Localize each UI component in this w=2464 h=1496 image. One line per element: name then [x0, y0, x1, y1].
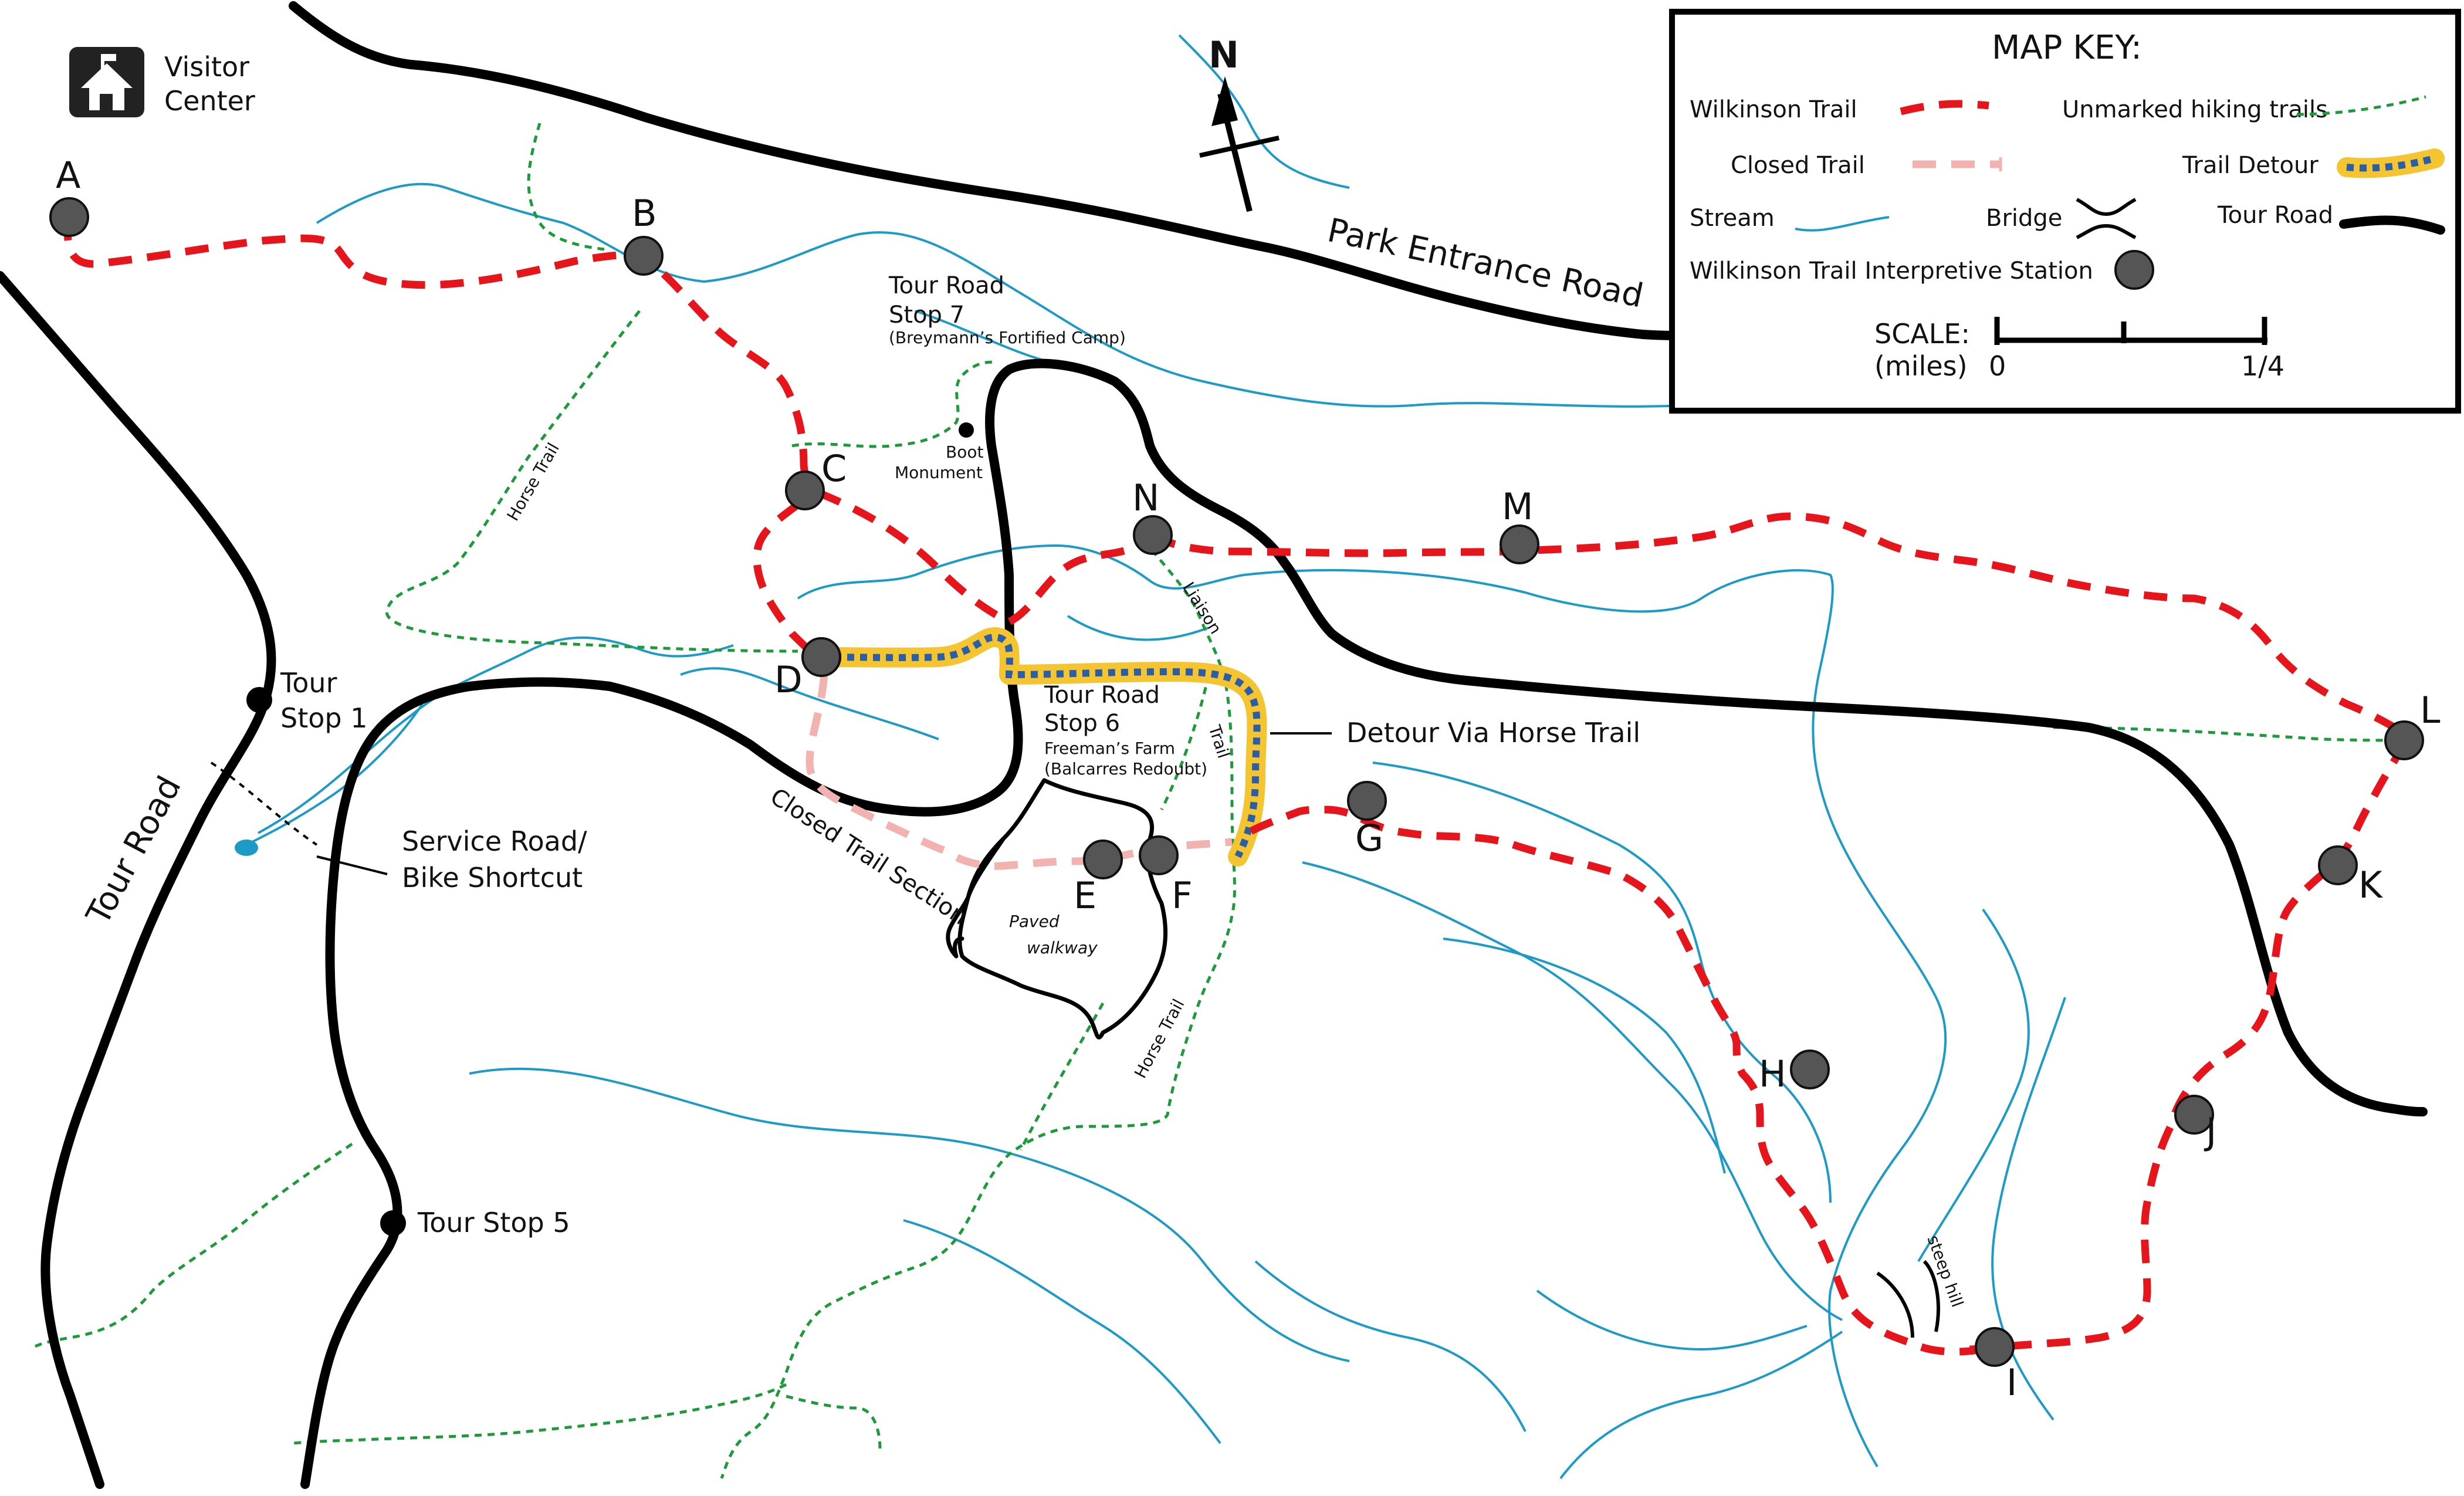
- key-closed-label: Closed Trail: [1731, 152, 1865, 179]
- station-F: [1139, 835, 1179, 875]
- station-label-B: B: [632, 192, 657, 235]
- station-label-I: I: [2006, 1361, 2017, 1404]
- key-scale-zero: 0: [1989, 350, 2006, 382]
- station-L: [2384, 720, 2424, 760]
- tour-stop-7-label-b: Stop 7: [889, 302, 964, 329]
- tour-stop-5-marker: [380, 1210, 406, 1236]
- station-label-H: H: [1759, 1052, 1786, 1095]
- tour-stop-7-label-c: (Breymann’s Fortified Camp): [889, 328, 1126, 347]
- tour-stop-1-label-a: Tour: [280, 667, 337, 699]
- key-station-label: Wilkinson Trail Interpretive Station: [1690, 258, 2093, 285]
- key-unmarked-label: Unmarked hiking trails: [2062, 96, 2328, 123]
- map-key: MAP KEY: Wilkinson Trail Unmarked hiking…: [1669, 9, 2461, 414]
- tour-stop-1-marker: [246, 687, 272, 713]
- tour-stop-6-label-b: Stop 6: [1044, 710, 1120, 737]
- station-label-F: F: [1172, 874, 1193, 917]
- key-scale-label-1: SCALE:: [1874, 318, 1970, 350]
- stations: [49, 197, 2424, 1367]
- station-E: [1083, 840, 1123, 879]
- station-I: [1975, 1327, 2015, 1367]
- closed-trail: [805, 674, 1233, 870]
- station-D: [801, 637, 841, 677]
- key-bridge-icon: [2076, 198, 2137, 239]
- station-A: [49, 197, 89, 237]
- station-H: [1790, 1050, 1830, 1089]
- paved-label-2: walkway: [1027, 938, 1098, 957]
- boot-label-2: Monument: [895, 463, 983, 482]
- tour-stop-6-label-a: Tour Road: [1044, 682, 1160, 709]
- key-wilkinson-label: Wilkinson Trail: [1690, 96, 1857, 123]
- station-label-C: C: [821, 447, 847, 490]
- north-arrow: N: [1199, 33, 1280, 212]
- tour-stop-6-label-c: Freeman’s Farm: [1044, 739, 1175, 758]
- key-bridge-label: Bridge: [1986, 205, 2062, 232]
- station-labels: A B C D E F G H I J K L M N: [56, 154, 2441, 1404]
- tour-stop-1-label-b: Stop 1: [280, 702, 367, 734]
- station-label-L: L: [2420, 689, 2441, 732]
- boot-monument-marker: [959, 422, 974, 438]
- trail-detour: [811, 627, 1267, 867]
- station-label-G: G: [1355, 817, 1383, 859]
- visitor-center-label-1: Visitor: [164, 51, 249, 83]
- key-scale-quarter: 1/4: [2241, 350, 2284, 382]
- visitor-center-icon: [69, 47, 144, 117]
- paved-label-1: Paved: [1009, 912, 1060, 931]
- paved-walkway: [946, 778, 1168, 1040]
- key-detour-label: Trail Detour: [2182, 152, 2319, 179]
- unmarked-hiking-trails: [34, 123, 2406, 1479]
- station-K: [2318, 845, 2358, 885]
- station-G: [1347, 781, 1387, 821]
- park-entrance-road: [289, 1, 1683, 340]
- streams: [246, 34, 2066, 1480]
- key-tour-road-label: Tour Road: [2217, 202, 2333, 229]
- north-label: N: [1209, 33, 1239, 76]
- service-road-label-2: Bike Shortcut: [402, 862, 583, 893]
- station-label-M: M: [1502, 485, 1534, 528]
- station-label-A: A: [56, 154, 80, 197]
- station-label-N: N: [1132, 476, 1159, 519]
- key-scale-label-2: (miles): [1874, 350, 1968, 382]
- station-C: [785, 471, 825, 510]
- station-B: [624, 236, 664, 276]
- visitor-center-label-2: Center: [164, 85, 255, 117]
- station-label-E: E: [1074, 874, 1096, 917]
- key-stream-label: Stream: [1690, 205, 1775, 232]
- boot-label-1: Boot: [946, 442, 983, 462]
- scale-bar: [1994, 317, 2267, 345]
- service-road-leader: [316, 855, 388, 875]
- station-label-D: D: [774, 658, 803, 701]
- tour-stop-5-label: Tour Stop 5: [417, 1207, 570, 1238]
- detour-label: Detour Via Horse Trail: [1346, 717, 1640, 749]
- liaison-label: Liaison: [1179, 578, 1226, 637]
- park-entrance-road-label: Park Entrance Road: [1324, 211, 1647, 316]
- tour-road-west: [0, 271, 276, 1489]
- bridge-icon: [1876, 1260, 1940, 1338]
- horse-trail-label-2: Horse Trail: [1131, 996, 1188, 1081]
- station-label-J: J: [2204, 1110, 2216, 1153]
- station-J: [2174, 1095, 2214, 1135]
- station-label-K: K: [2358, 864, 2383, 906]
- tour-road-label: Tour Road: [79, 770, 189, 932]
- service-road-label-1: Service Road/: [402, 825, 587, 857]
- key-station-icon: [2114, 250, 2154, 290]
- tour-stop-6-label-d: (Balcarres Redoubt): [1044, 759, 1207, 779]
- pond: [235, 840, 258, 856]
- station-M: [1500, 524, 1539, 564]
- tour-road-main: [300, 358, 2428, 1489]
- service-road-bike-shortcut: [210, 761, 318, 846]
- key-title: MAP KEY:: [1992, 29, 2142, 67]
- tour-stop-7-label-a: Tour Road: [888, 272, 1004, 299]
- station-N: [1133, 515, 1173, 555]
